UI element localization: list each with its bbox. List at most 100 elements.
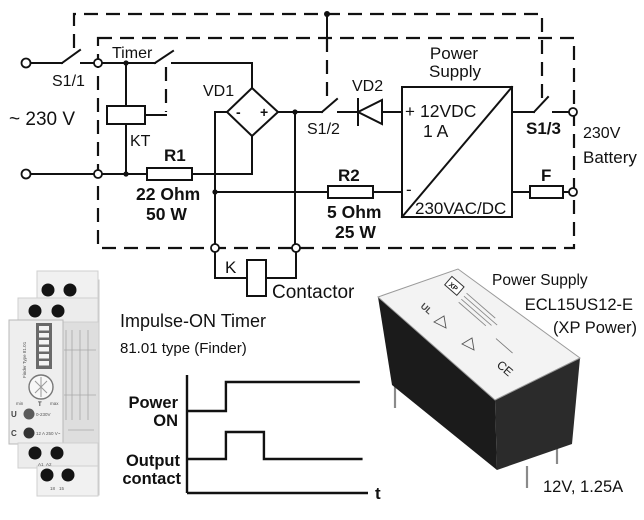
contactor-terminal: [210, 243, 220, 253]
timer-title: Impulse-ON Timer: [120, 311, 266, 331]
resistor-r2-symbol: [327, 185, 374, 199]
warning-triangle-icon: [433, 315, 447, 329]
r2-resistance-label: 5 Ohm: [327, 202, 381, 222]
vd1-plus-label: +: [260, 104, 268, 120]
knob-t-label: T: [38, 402, 42, 408]
switch-s1-2-label: S1/2: [307, 121, 340, 138]
relay-side-markings: [64, 330, 96, 431]
battery-voltage-label: 230V: [583, 125, 621, 142]
xp-logo-text: XP: [447, 281, 459, 293]
contactor-coil-k: [214, 251, 297, 297]
ps-minus-label: -: [406, 180, 412, 199]
output-contact-label-line2: contact: [122, 470, 181, 488]
terminal-screw-icon: [51, 304, 65, 318]
knob-ridges: [34, 377, 48, 397]
input-terminal-line: [20, 57, 32, 69]
diode-vd2-symbol: [355, 98, 383, 126]
coil-kt-symbol: [106, 105, 146, 125]
module-top-label-face: [377, 268, 581, 401]
terminal-screw-icon: [41, 283, 55, 297]
switch-s1-2-blade: [320, 97, 339, 114]
supply-voltage-label: ~ 230 V: [9, 109, 75, 130]
vd1-minus-label: -: [236, 104, 241, 120]
u-led-icon: [23, 408, 35, 420]
u-indicator-label: U: [11, 410, 17, 419]
timer-subtitle: 81.01 type (Finder): [120, 340, 247, 357]
wire: [191, 135, 253, 175]
power-on-label-line2: ON: [153, 412, 178, 430]
module-title: Power Supply: [492, 272, 588, 289]
switch-s1-3-label: S1/3: [526, 119, 561, 138]
vd2-name-label: VD2: [352, 78, 383, 95]
r2-name-label: R2: [338, 166, 360, 185]
terminal-15-label: 15: [59, 486, 65, 491]
dip-switch: [39, 326, 49, 331]
timer-coil-label: KT: [130, 133, 151, 150]
timer-contact-label: Timer: [112, 45, 153, 62]
line-conductor: [29, 48, 253, 89]
power-on-trace: [187, 380, 360, 413]
wire: [214, 111, 228, 245]
converter-diagonal: [400, 85, 514, 219]
r1-power-label: 50 W: [146, 204, 187, 224]
output-contact-label-line1: Output: [126, 452, 181, 470]
label-text-lines: [458, 292, 498, 327]
terminal-screw-icon: [63, 283, 77, 297]
battery-label: Battery: [583, 148, 637, 167]
dip-switches: [39, 326, 49, 366]
switch-s1-1-label: S1/1: [52, 73, 85, 90]
terminal-screw-icon: [28, 304, 42, 318]
contactor-terminal: [291, 243, 301, 253]
fuse-label: F: [541, 166, 551, 185]
c-led-icon: [23, 427, 35, 439]
power-supply-module-photo: XP UL CE: [377, 268, 581, 488]
bridge-rectifier-vd1-symbol: [225, 86, 280, 138]
switch-s1-linkage: [72, 12, 544, 98]
label-rule: [495, 338, 513, 354]
knob-max-label: max: [50, 401, 59, 406]
power-supply-title-line2: Supply: [429, 62, 481, 81]
battery-terminal-minus: [568, 187, 578, 197]
timing-diagram: t Power ON Output contact: [122, 375, 381, 503]
u-indicator-text: 0-230V: [36, 412, 51, 417]
battery-terminal-plus: [568, 107, 578, 117]
ps-input-label: 230VAC/DC: [415, 199, 506, 218]
timer-relay-photo: Finder Type 81.01 min T max U 0-230V C 1…: [8, 270, 100, 497]
terminal-screw-icon: [50, 446, 64, 460]
ps-plus-label: +: [405, 102, 415, 121]
time-axis-label: t: [375, 484, 381, 503]
contactor-coil-label: K: [225, 258, 237, 277]
r1-resistance-label: 22 Ohm: [136, 184, 200, 204]
junction-node: [292, 109, 298, 115]
warning-triangle-icon: [461, 337, 475, 351]
dip-switch: [39, 347, 49, 352]
switch-s1-1-blade: [60, 48, 82, 65]
module-terminal: [93, 58, 103, 68]
ps-output-voltage-label: 12VDC: [420, 101, 476, 121]
power-supply-title-line1: Power: [430, 44, 479, 63]
dip-switch: [39, 361, 49, 366]
dip-switch: [39, 340, 49, 345]
timer-contact-blade: [153, 49, 175, 65]
junction-node: [123, 171, 129, 177]
input-terminal-neutral: [20, 168, 32, 180]
dip-switch: [39, 354, 49, 359]
module-model: ECL15US12-E: [525, 296, 633, 314]
terminal-screw-icon: [61, 468, 75, 482]
module-long-side: [378, 297, 497, 470]
terminal-screw-icon: [40, 468, 54, 482]
junction-node: [123, 60, 129, 66]
c-indicator-text: 12 A 250 V~: [36, 431, 61, 436]
module-rating: 12V, 1.25A: [543, 478, 623, 496]
r2-power-label: 25 W: [335, 222, 376, 242]
module-short-side: [495, 358, 580, 470]
junction-node: [212, 189, 218, 195]
fuse-symbol: [529, 185, 564, 199]
module-manufacturer: (XP Power): [553, 319, 637, 337]
module-label-artwork: XP: [444, 275, 513, 354]
wire: [171, 62, 253, 89]
dip-switch: [39, 333, 49, 338]
contactor-coil-symbol: [246, 259, 267, 297]
